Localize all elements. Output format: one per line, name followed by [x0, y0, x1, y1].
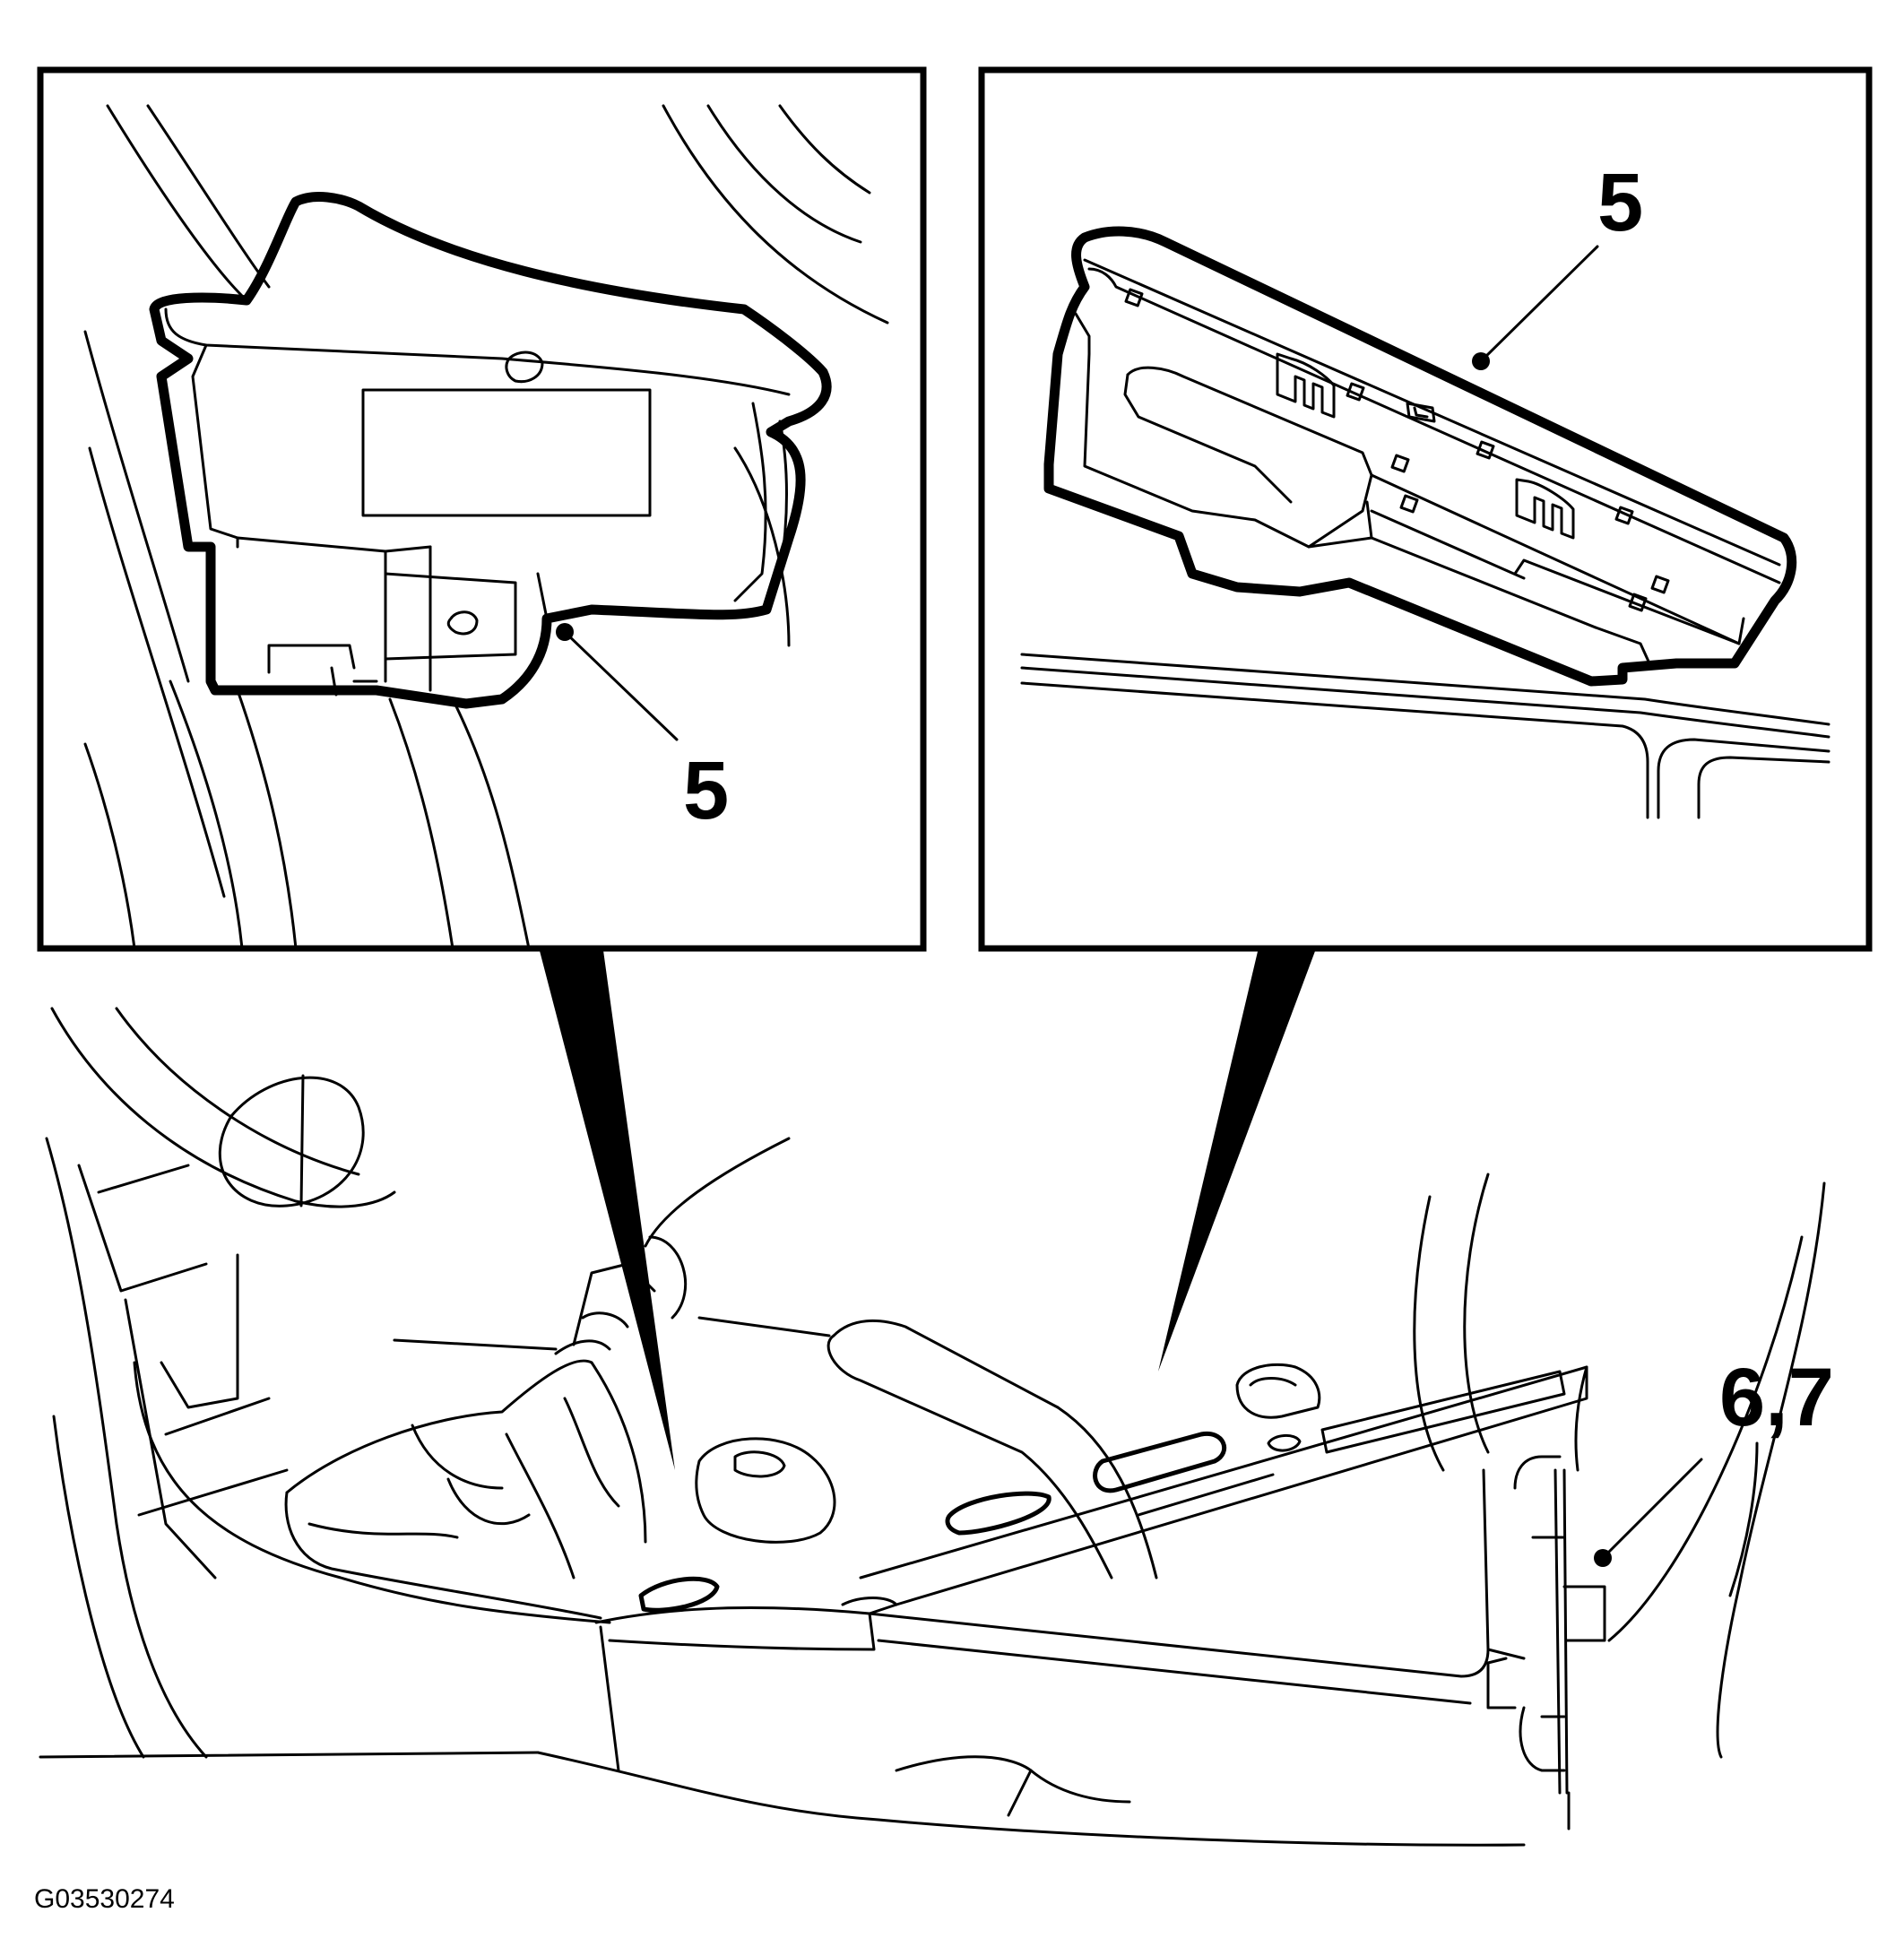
- right-inset-leader-line: [1479, 245, 1599, 363]
- right-inset-callout: 5: [1597, 157, 1643, 248]
- left-inset-callout: 5: [683, 745, 729, 836]
- right-inset-detail: 5: [978, 66, 1873, 952]
- control-module-underside: [149, 192, 832, 709]
- left-inset-leader-line: [563, 630, 679, 741]
- left-inset-detail: 5: [37, 66, 927, 952]
- figure-id: G03530274: [34, 1884, 175, 1914]
- center-console-overview: [39, 1007, 1826, 1847]
- console-side-callout: 6,7: [1719, 1352, 1834, 1443]
- right-inset-pointer: [1158, 944, 1318, 1372]
- control-module-side: [1043, 226, 1797, 687]
- left-inset-pointer: [538, 944, 675, 1470]
- console-side-leader-line: [1601, 1458, 1703, 1560]
